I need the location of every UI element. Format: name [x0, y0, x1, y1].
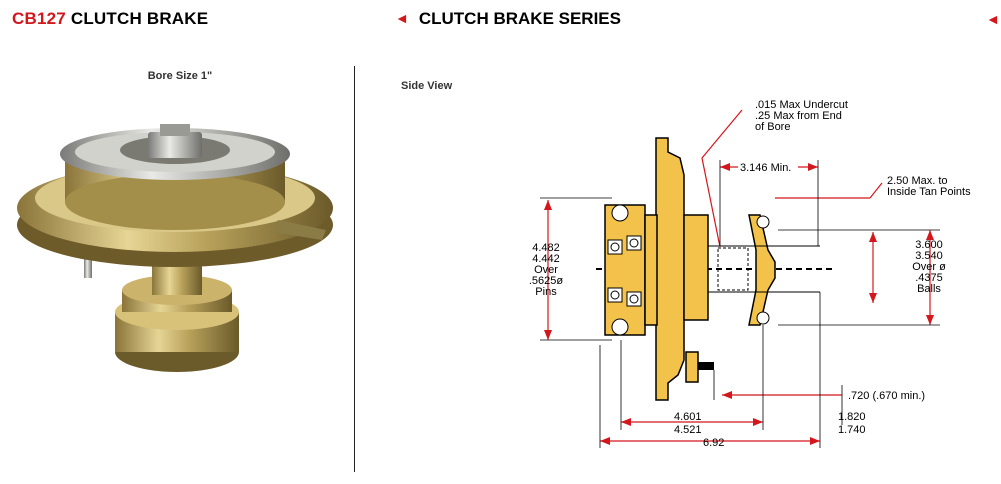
- pins-line4: .5625ø: [529, 275, 564, 287]
- dim-720-label: .720 (.670 min.): [848, 390, 925, 402]
- back-arrow-icon[interactable]: ◄: [395, 10, 409, 26]
- tan-line2: Inside Tan Points: [887, 186, 971, 198]
- pins-line1: 4.482: [532, 242, 560, 254]
- balls-line2: 3.540: [915, 250, 943, 262]
- tan-line1: 2.50 Max. to: [887, 175, 948, 187]
- next-arrow-icon[interactable]: ◄: [986, 11, 1000, 27]
- balls-line1: 3.600: [915, 239, 943, 251]
- pin-bottom: [611, 318, 629, 336]
- series-link[interactable]: ◄ CLUTCH BRAKE SERIES: [395, 9, 621, 29]
- section-divider: [354, 66, 355, 472]
- page-title: CB127 CLUTCH BRAKE: [12, 9, 208, 29]
- dim-692-label: 6.92: [703, 437, 724, 449]
- dim-1820-label: 1.820: [838, 411, 866, 423]
- product-name: CLUTCH BRAKE: [70, 9, 209, 28]
- balls-line5: Balls: [917, 283, 941, 295]
- balls-line3: Over ø: [912, 261, 946, 273]
- balls-line4: .4375: [915, 272, 943, 284]
- dim-4601-label: 4.601: [674, 411, 702, 423]
- pins-line3: Over: [534, 264, 558, 276]
- pins-line2: 4.442: [532, 253, 560, 265]
- series-title: CLUTCH BRAKE SERIES: [418, 9, 621, 28]
- dim-4521-label: 4.521: [674, 424, 702, 436]
- pin-top: [611, 204, 629, 222]
- undercut-line1: .015 Max Undercut: [755, 99, 848, 111]
- pins-line5: Pins: [535, 286, 557, 298]
- undercut-line3: of Bore: [755, 121, 790, 133]
- ball-top: [756, 215, 770, 229]
- dim-1740-label: 1.740: [838, 424, 866, 436]
- undercut-line2: .25 Max from End: [755, 110, 842, 122]
- product-photo: [17, 124, 333, 372]
- model-number: CB127: [12, 9, 66, 28]
- min-3146-label: 3.146 Min.: [740, 162, 791, 174]
- brake-housing: [604, 137, 776, 401]
- ball-bottom: [756, 311, 770, 325]
- side-view-label: Side View: [401, 80, 453, 92]
- bore-size-label: Bore Size 1": [147, 70, 213, 82]
